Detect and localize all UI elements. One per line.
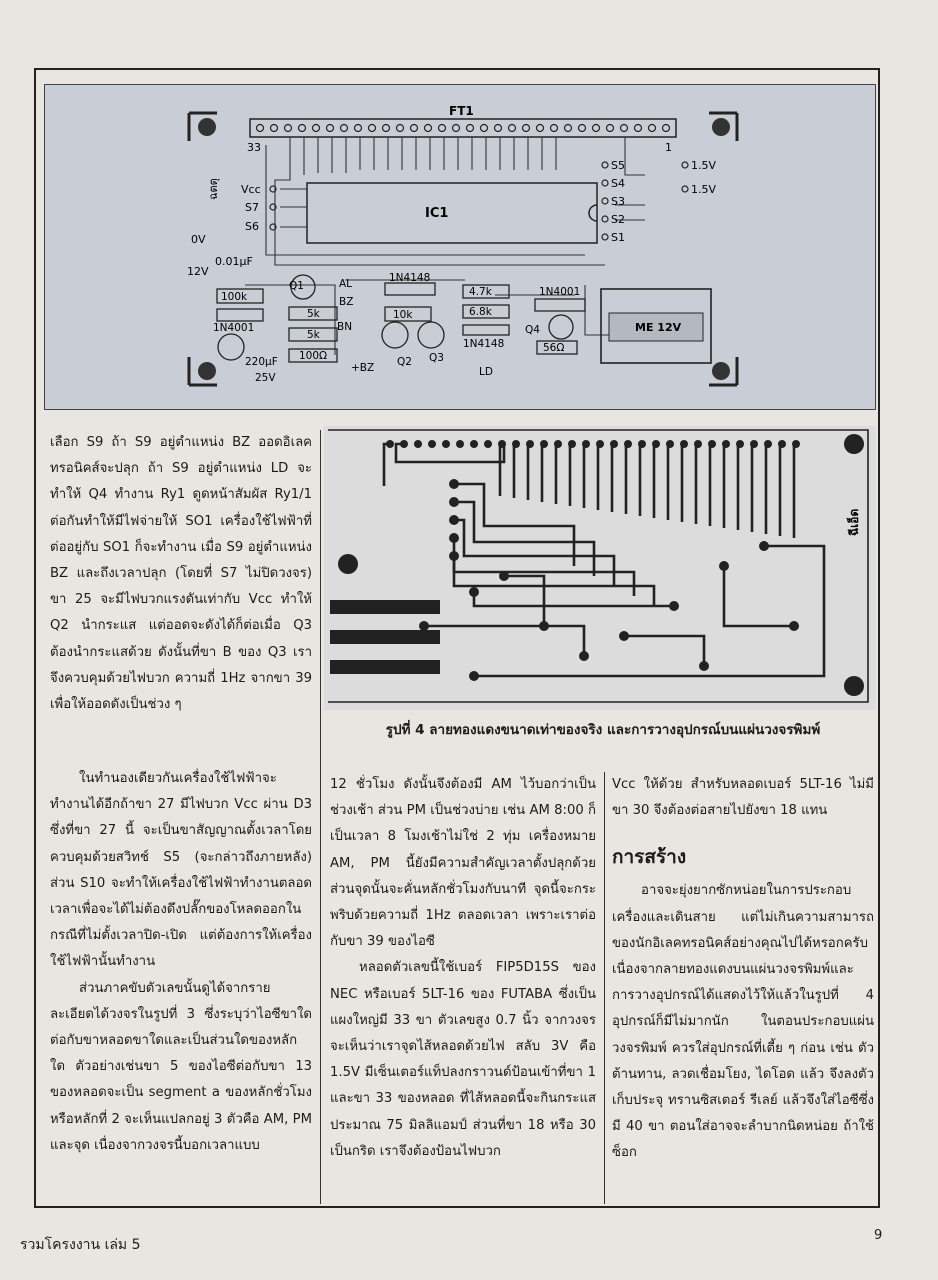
column-3: Vcc ให้ด้วย สำหรับหลอดเบอร์ 5LT-16 ไม่มี… xyxy=(612,772,874,1167)
column-1-top: เลือก S9 ถ้า S9 อยู่ตำแหน่ง BZ ออดอิเลคท… xyxy=(50,430,312,718)
al-label: AL xyxy=(339,278,352,290)
q3-label: Q3 xyxy=(429,352,444,364)
pcb-copper-layout: ฉีเอ็ด xyxy=(324,426,876,710)
d1n4001a-label: 1N4001 xyxy=(213,322,254,334)
d1n4148a-label: 1N4148 xyxy=(389,272,430,284)
vcc-label: Vcc xyxy=(241,183,261,196)
s4-label: S4 xyxy=(611,177,625,190)
r47k-label: 4.7k xyxy=(469,286,493,298)
v15a-label: 1.5V xyxy=(691,159,716,172)
figure-caption: รูปที่ 4 ลายทองแดงขนาดเท่าของจริง และการ… xyxy=(385,722,821,738)
s1-label: S1 xyxy=(611,231,625,244)
col2-paragraph-1: 12 ชั่วโมง ดังนั้นจึงต้องมี AM ไว้บอกว่า… xyxy=(330,777,596,950)
twelve-v-label: 12V xyxy=(187,265,209,278)
bn-label: BN xyxy=(337,321,352,333)
r10k-label: 10k xyxy=(393,309,413,321)
s6-label: S6 xyxy=(245,220,259,233)
d1n4148b-label: 1N4148 xyxy=(463,338,504,350)
side-label-top: ฉตตุ xyxy=(207,178,220,200)
page-border xyxy=(34,68,880,1208)
column-2: 12 ชั่วโมง ดังนั้นจึงต้องมี AM ไว้บอกว่า… xyxy=(330,772,596,1165)
q4-label: Q4 xyxy=(525,324,540,336)
relay-label: ME 12V xyxy=(635,321,682,334)
side-label-bottom: ฉีเอ็ด xyxy=(846,509,861,536)
col1-paragraph-2: ในทำนองเดียวกันเครื่องใช้ไฟฟ้าจะทำงานได้… xyxy=(50,771,312,970)
pcb-component-layout: FT1 33 1 IC1 Vcc S7 S6 ฉตตุ S5 S4 S3 S2 … xyxy=(44,84,876,410)
r68k-label: 6.8k xyxy=(469,306,493,318)
col1-paragraph-3: ส่วนภาคขับตัวเลขนั้นดูได้จากรายละเอียดได… xyxy=(50,980,312,1153)
section-heading: การสร้าง xyxy=(612,846,687,869)
pin1-label: 1 xyxy=(665,141,672,154)
d1n4001b-label: 1N4001 xyxy=(539,286,580,298)
column-divider-1 xyxy=(320,430,321,1204)
r5k-a-label: 5k xyxy=(307,308,321,320)
s5-label: S5 xyxy=(611,159,625,172)
s2-label: S2 xyxy=(611,213,625,226)
column-1-bottom: ในทำนองเดียวกันเครื่องใช้ไฟฟ้าจะทำงานได้… xyxy=(50,766,312,1159)
col3-paragraph-2: อาจจะยุ่งยากซักหน่อยในการประกอบเครื่องแล… xyxy=(612,883,874,1161)
r100-label: 100Ω xyxy=(299,350,327,362)
column-divider-2 xyxy=(604,772,605,1204)
q2-label: Q2 xyxy=(397,356,412,368)
footer-title: รวมโครงงาน เล่ม 5 xyxy=(20,1237,141,1253)
q1-label: Q1 xyxy=(289,280,304,292)
r56-label: 56Ω xyxy=(543,342,564,354)
fti-label: FT1 xyxy=(449,104,474,118)
cap-big-label: 220µF xyxy=(245,356,278,368)
ld-label: LD xyxy=(479,366,493,378)
cap-v-label: 25V xyxy=(255,372,276,384)
s3-label: S3 xyxy=(611,195,625,208)
r5k-b-label: 5k xyxy=(307,329,321,341)
pcb-component-svg: FT1 33 1 IC1 Vcc S7 S6 ฉตตุ S5 S4 S3 S2 … xyxy=(187,104,739,387)
r100k-label: 100k xyxy=(221,291,248,303)
cap-small-label: 0.01µF xyxy=(215,255,253,268)
s7-label: S7 xyxy=(245,201,259,214)
v15b-label: 1.5V xyxy=(691,183,716,196)
ic-label: IC1 xyxy=(425,206,448,221)
col2-paragraph-2: หลอดตัวเลขนี้ใช้เบอร์ FIP5D15S ของ NEC ห… xyxy=(330,960,596,1159)
page-number: 9 xyxy=(874,1228,883,1243)
col1-paragraph-1: เลือก S9 ถ้า S9 อยู่ตำแหน่ง BZ ออดอิเลคท… xyxy=(50,435,312,713)
plus-bz-label: +BZ xyxy=(351,362,374,374)
bz-label: BZ xyxy=(339,296,353,308)
pcb-copper-svg: ฉีเอ็ด xyxy=(328,429,869,703)
col3-paragraph-1: Vcc ให้ด้วย สำหรับหลอดเบอร์ 5LT-16 ไม่มี… xyxy=(612,777,874,819)
pin33-label: 33 xyxy=(247,141,261,154)
zero-v-label: 0V xyxy=(191,233,206,246)
